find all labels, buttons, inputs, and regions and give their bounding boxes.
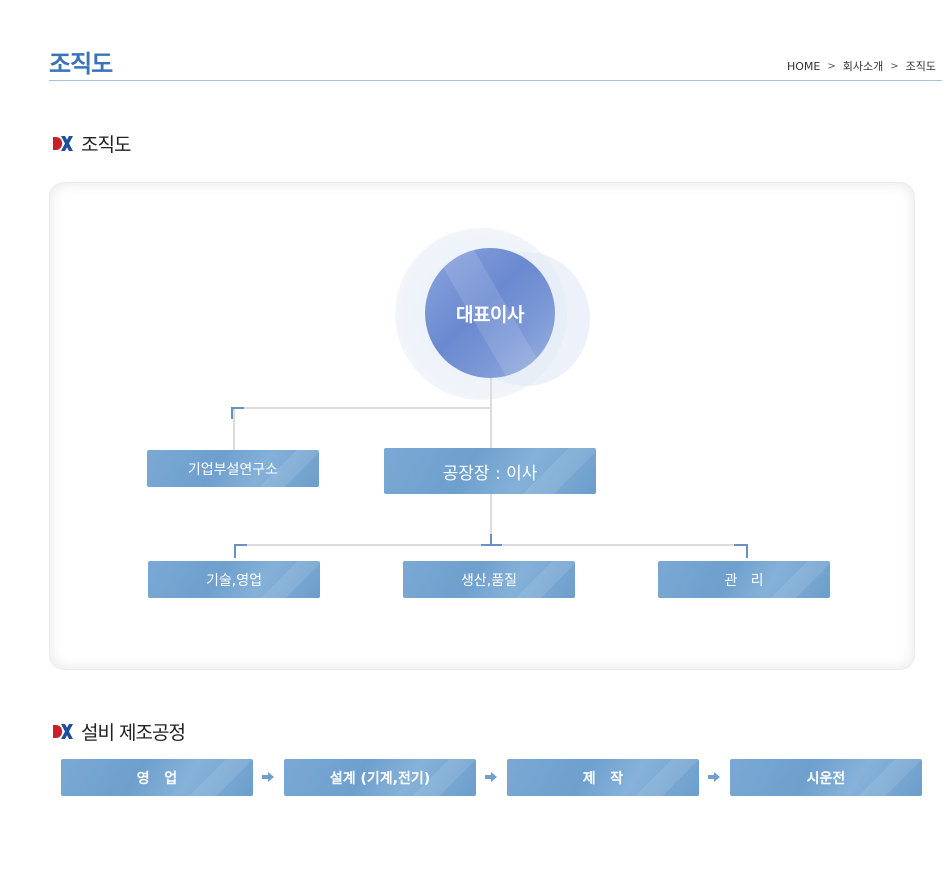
connector-tick xyxy=(231,407,233,419)
connector-ceo-down xyxy=(490,378,492,448)
process-step-label: 제 작 xyxy=(582,770,624,787)
org-node-management: 관 리 xyxy=(658,561,830,598)
page-title: 조직도 xyxy=(49,50,113,78)
breadcrumb: HOME > 회사소개 > 조직도 xyxy=(787,58,936,74)
org-node-label: 생산,품질 xyxy=(461,572,517,589)
connector-tick xyxy=(231,407,244,409)
process-step-design: 설계 (기계,전기) xyxy=(284,759,476,796)
connector-tick xyxy=(490,534,492,546)
connector-tick xyxy=(746,544,748,558)
connector-plant-down xyxy=(490,494,492,546)
process-step-sales: 영 업 xyxy=(61,759,253,796)
arrow-right-icon xyxy=(485,772,497,782)
org-section-title: 조직도 xyxy=(81,134,131,156)
company-logo-icon xyxy=(53,724,73,739)
org-node-label: 공장장 : 이사 xyxy=(442,463,538,484)
org-node-plant-manager: 공장장 : 이사 xyxy=(384,448,596,494)
ceo-label: 대표이사 xyxy=(456,303,524,326)
process-section-header: 설비 제조공정 xyxy=(53,718,186,745)
connector-tick xyxy=(234,544,247,546)
chevron-right-icon: > xyxy=(890,60,899,72)
breadcrumb-company[interactable]: 회사소개 xyxy=(842,60,884,73)
company-logo-icon xyxy=(53,136,73,151)
breadcrumb-current: 조직도 xyxy=(905,60,936,73)
chevron-right-icon: > xyxy=(827,60,836,72)
process-step-commissioning: 시운전 xyxy=(730,759,922,796)
process-step-label: 설계 (기계,전기) xyxy=(329,770,431,787)
org-node-research-lab: 기업부설연구소 xyxy=(147,450,319,487)
connector-lab-vertical xyxy=(233,407,235,450)
org-node-tech-sales: 기술,영업 xyxy=(148,561,320,598)
org-node-label: 기업부설연구소 xyxy=(187,461,279,478)
arrow-right-icon xyxy=(708,772,720,782)
process-step-label: 시운전 xyxy=(806,770,846,787)
process-section-title: 설비 제조공정 xyxy=(81,722,186,744)
org-section-header: 조직도 xyxy=(53,130,131,157)
connector-lab-horizontal xyxy=(233,407,492,409)
connector-tick xyxy=(734,544,747,546)
arrow-right-icon xyxy=(262,772,274,782)
breadcrumb-home[interactable]: HOME xyxy=(786,59,821,73)
process-step-label: 영 업 xyxy=(136,770,178,787)
org-node-label: 기술,영업 xyxy=(206,572,262,589)
org-node-production-quality: 생산,품질 xyxy=(403,561,575,598)
ceo-node: 대표이사 xyxy=(425,248,555,378)
connector-tick xyxy=(234,544,236,558)
title-divider xyxy=(49,80,942,81)
process-step-manufacture: 제 작 xyxy=(507,759,699,796)
org-node-label: 관 리 xyxy=(724,572,764,589)
